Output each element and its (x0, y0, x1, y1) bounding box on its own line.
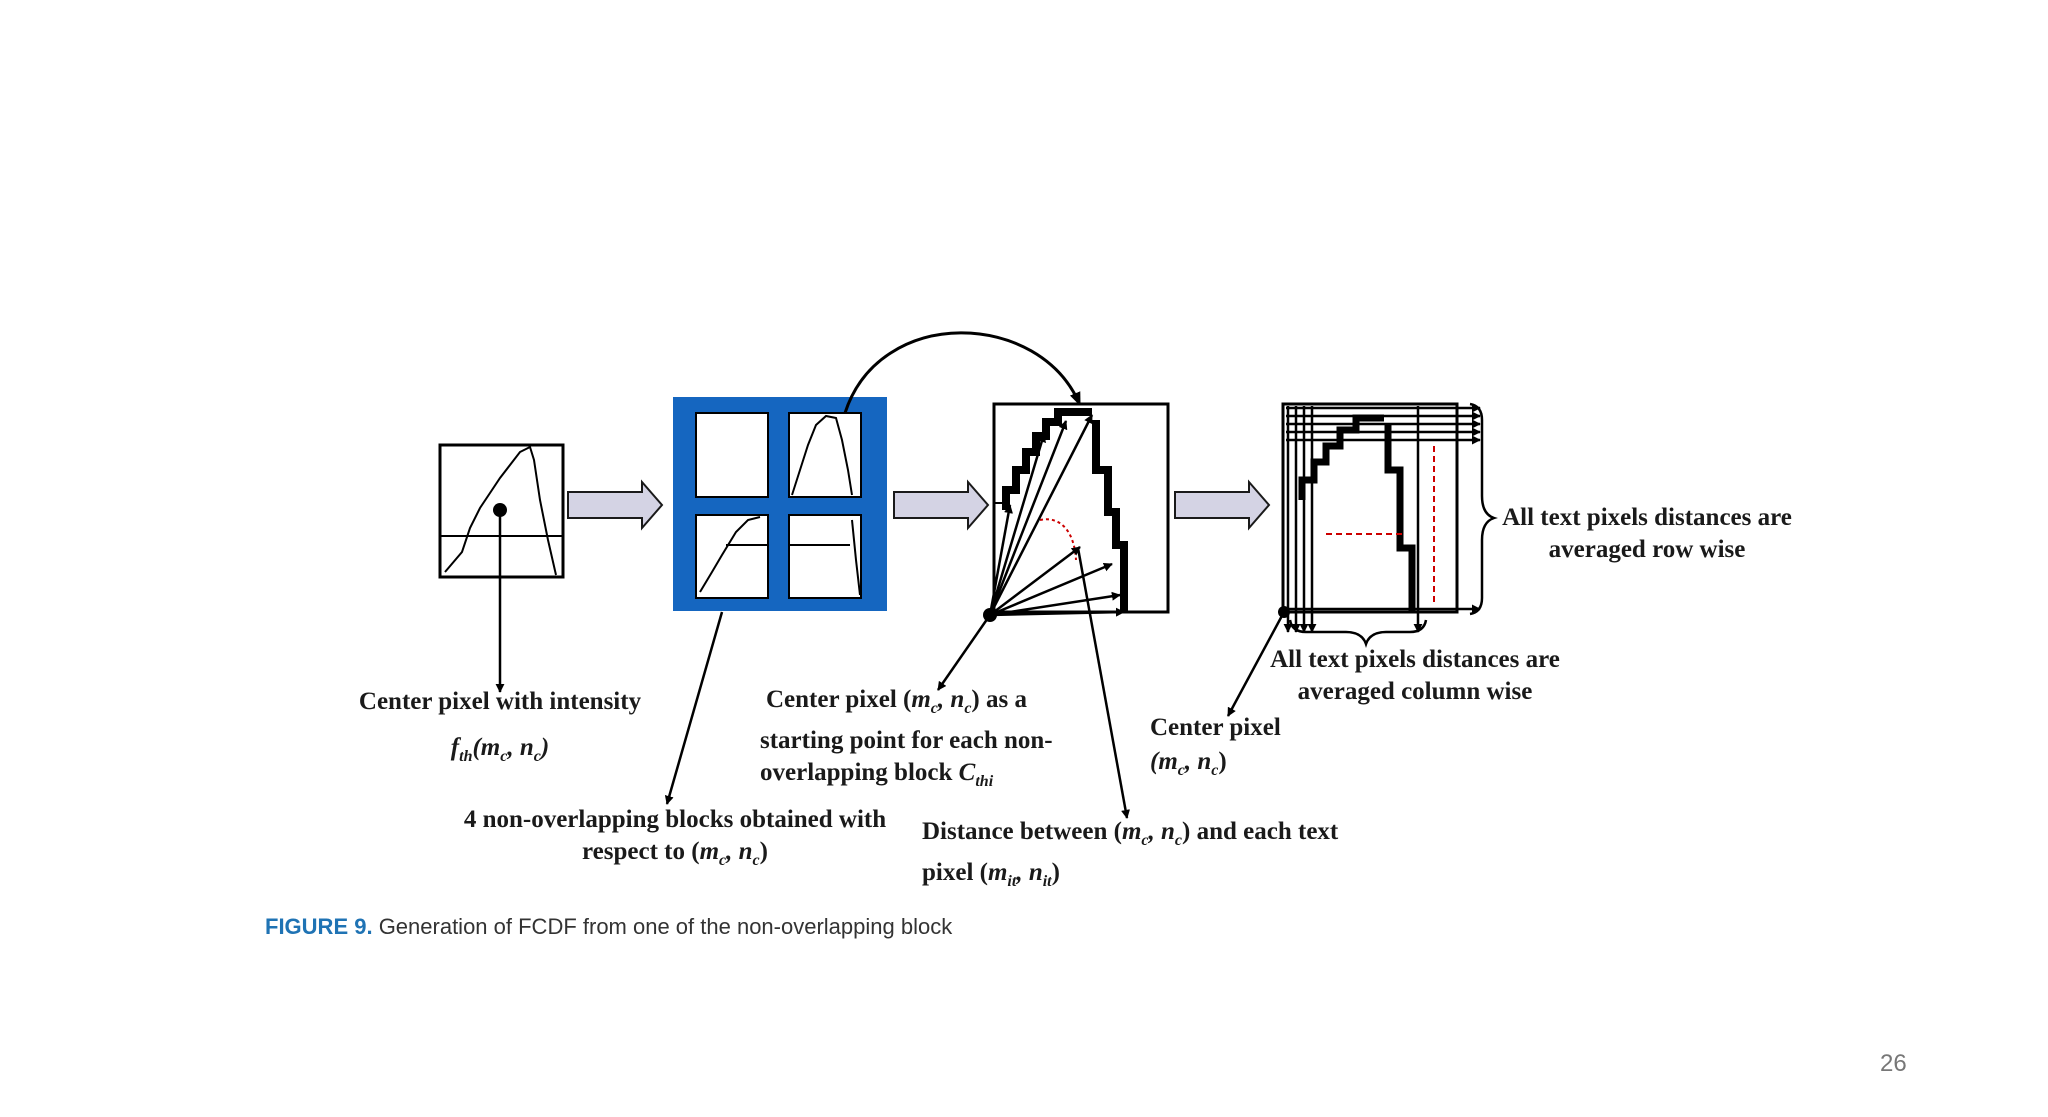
figure-caption-text: Generation of FCDF from one of the non-o… (372, 914, 953, 939)
averaging-block (1226, 402, 1498, 717)
flow-arrow-2 (893, 479, 990, 531)
distance-block (936, 402, 1170, 819)
figure-caption-label: FIGURE 9. (265, 914, 373, 939)
four-blocks-label: 4 non-overlapping blocks obtained with r… (463, 806, 887, 869)
row-wise-brace (1469, 402, 1498, 616)
flow-arrow-3 (1174, 479, 1271, 531)
figure-caption: FIGURE 9. Generation of FCDF from one of… (265, 914, 952, 940)
center-pixel-label: Center pixel (mc, nc) (1150, 714, 1281, 779)
column-wise-label: All text pixels distances are averaged c… (1270, 646, 1560, 705)
column-wise-brace (1288, 619, 1428, 648)
row-wise-label: All text pixels distances are averaged r… (1502, 504, 1792, 563)
curved-arrow (843, 331, 1082, 414)
original-block (438, 443, 565, 693)
flow-arrow-1 (567, 479, 664, 531)
distance-label: Distance between (mc, nc) and each text … (922, 818, 1339, 890)
start-point-label: Center pixel (mc, nc) as a starting poin… (760, 686, 1053, 790)
center-intensity-label: Center pixel with intensity fth(mc, nc) (358, 688, 642, 765)
four-blocks-panel (664, 397, 887, 805)
page-number: 26 (1880, 1050, 1907, 1077)
